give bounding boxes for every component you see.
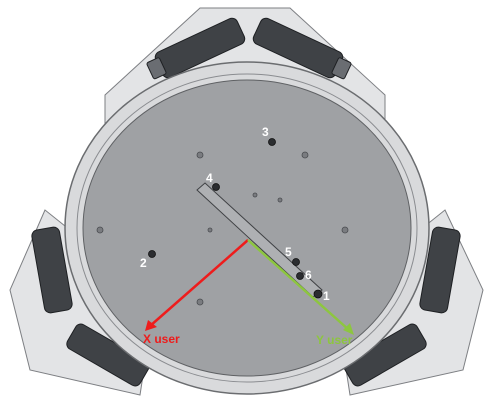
- actuator-top-right: [252, 17, 352, 80]
- sensor-6: [296, 272, 304, 280]
- y-user-arrowhead: [343, 323, 354, 335]
- x-user-axis-arrow: [149, 239, 249, 327]
- marker-label-3: 3: [262, 125, 269, 139]
- marker-label-1: 1: [323, 289, 330, 303]
- marker-labels: 1 2 3 4 5 6: [140, 125, 330, 303]
- marker-label-4: 4: [206, 171, 213, 185]
- sensor-1: [313, 289, 323, 299]
- x-user-arrowhead: [145, 320, 157, 331]
- slot-bar: [196, 182, 323, 298]
- ring-inner-edge: [76, 73, 418, 383]
- sensor-3: [268, 138, 276, 146]
- actuator-top-left: [146, 17, 246, 80]
- sensor-4: [212, 183, 220, 191]
- y-user-label: Y user: [316, 333, 353, 347]
- actuator-left-upper: [31, 226, 73, 314]
- marker-label-2: 2: [140, 256, 147, 270]
- marker-label-5: 5: [285, 245, 292, 259]
- actuator-right-upper: [419, 226, 461, 314]
- y-user-axis-arrow: [247, 239, 350, 331]
- sensor-5: [292, 258, 300, 266]
- axes: [145, 239, 354, 335]
- mounting-holes: [96, 151, 349, 306]
- sensor-2: [148, 250, 156, 258]
- sensor-markers: [148, 138, 323, 299]
- marker-label-6: 6: [305, 268, 312, 282]
- x-user-label: X user: [143, 332, 180, 346]
